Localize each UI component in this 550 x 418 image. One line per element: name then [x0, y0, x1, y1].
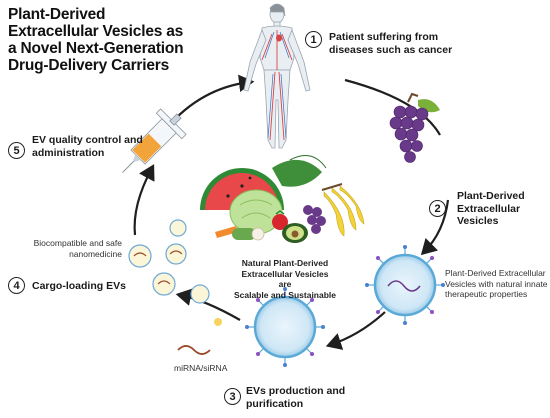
step-3-line-2: purification	[246, 397, 304, 410]
step-5-line-1: EV quality control and	[32, 134, 143, 146]
step-2-line-2: Extracellular	[457, 202, 521, 215]
mirna-strand	[177, 345, 211, 355]
title-line-3: a Novel Next-Generation	[8, 40, 184, 57]
step-2-line-1: Plant-Derived	[457, 190, 525, 202]
arrow-5-to-1	[164, 74, 255, 131]
syringe-illustration	[122, 108, 187, 173]
production-vesicle-illustration	[245, 287, 325, 367]
arrow-2-to-pdev	[420, 199, 450, 256]
step-3-label: EVs production and purification	[246, 385, 345, 410]
step-2-number: 2	[429, 200, 446, 217]
step-4-line-1: Cargo-loading EVs	[32, 280, 126, 292]
pdev-line-1: Plant-Derived Extracellular	[445, 268, 546, 278]
cargo-vesicles-illustration	[128, 219, 210, 304]
step-5-label: EV quality control and administration	[32, 134, 143, 159]
step-4-number: 4	[8, 277, 25, 294]
step-1-line-2: diseases such as cancer	[329, 43, 453, 56]
step-5-number: 5	[8, 142, 25, 159]
arrow-3-to-4	[175, 288, 241, 321]
biocompatible-line-2: nanomedicine	[69, 248, 122, 259]
step-1-number: 1	[305, 31, 322, 48]
large-vesicle-illustration	[365, 245, 445, 325]
fruits-vegetables-illustration	[200, 155, 365, 243]
arrow-pdev-to-3	[325, 311, 386, 350]
title-line-1: Plant-Derived	[8, 6, 106, 23]
pdev-line-3: therapeutic properties	[445, 289, 528, 299]
center-line-1: Natural Plant-Derived	[241, 258, 329, 268]
center-line-4: Scalable and Sustainable	[233, 289, 337, 300]
small-particle	[214, 318, 222, 326]
arrow-4-to-5	[133, 164, 155, 236]
title-line-4: Drug-Delivery Carriers	[8, 57, 170, 74]
center-line-3: are	[278, 279, 292, 289]
pdev-annotation: Plant-Derived Extracellular Vesicles wit…	[445, 268, 549, 300]
arrow-1-to-2	[344, 78, 441, 136]
grapes-illustration	[389, 92, 440, 163]
biocompatible-line-1: Biocompatible and safe	[33, 238, 122, 248]
mirna-label: miRNA/siRNA	[174, 363, 228, 373]
pdev-line-2: Vesicles with natural innate	[445, 278, 548, 289]
step-3-line-1: EVs production and	[246, 385, 346, 397]
step-2-label: Plant-Derived Extracellular Vesicles	[457, 190, 525, 228]
center-statement: Natural Plant-Derived Extracellular Vesi…	[222, 258, 348, 300]
step-1-label: Patient suffering from diseases such as …	[329, 31, 452, 56]
step-2-line-3: Vesicles	[457, 215, 499, 227]
step-4-label: Cargo-loading EVs	[32, 280, 126, 293]
title-line-2: Extracellular Vesicles as	[8, 23, 184, 40]
step-3-number: 3	[224, 388, 241, 405]
biocompatible-annotation: Biocompatible and safe nanomedicine	[18, 238, 122, 259]
page-title: Plant-Derived Extracellular Vesicles as …	[8, 6, 258, 74]
center-line-2: Extracellular Vesicles	[241, 268, 329, 279]
step-1-line-1: Patient suffering from	[329, 31, 439, 43]
human-figure	[243, 3, 311, 149]
step-5-line-2: administration	[32, 146, 105, 159]
